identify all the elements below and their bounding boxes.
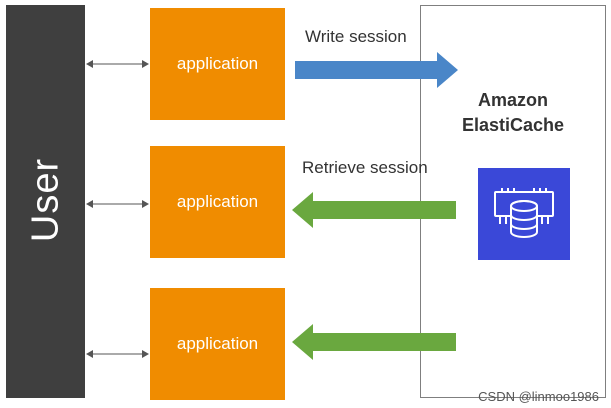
write-session-label: Write session (305, 27, 407, 46)
user-bar (6, 5, 85, 398)
application-label: application (176, 334, 259, 353)
elasticache-title-line2: ElastiCache (461, 115, 565, 135)
retrieve-session-arrow (292, 192, 456, 228)
elasticache-title-line1: Amazon (477, 90, 548, 110)
write-session-arrow (295, 52, 458, 88)
application-box: application (150, 8, 285, 120)
watermark-text: CSDN @linmoo1986 (478, 389, 599, 404)
application-label: application (176, 54, 259, 73)
application-box: application (150, 146, 285, 258)
application-box: application (150, 288, 285, 400)
retrieve-session-label: Retrieve session (302, 158, 428, 177)
retrieve-arrow-bottom (292, 324, 456, 360)
application-label: application (176, 192, 259, 211)
elasticache-title: Amazon ElastiCache (420, 88, 606, 138)
elasticache-database-icon (478, 168, 570, 260)
